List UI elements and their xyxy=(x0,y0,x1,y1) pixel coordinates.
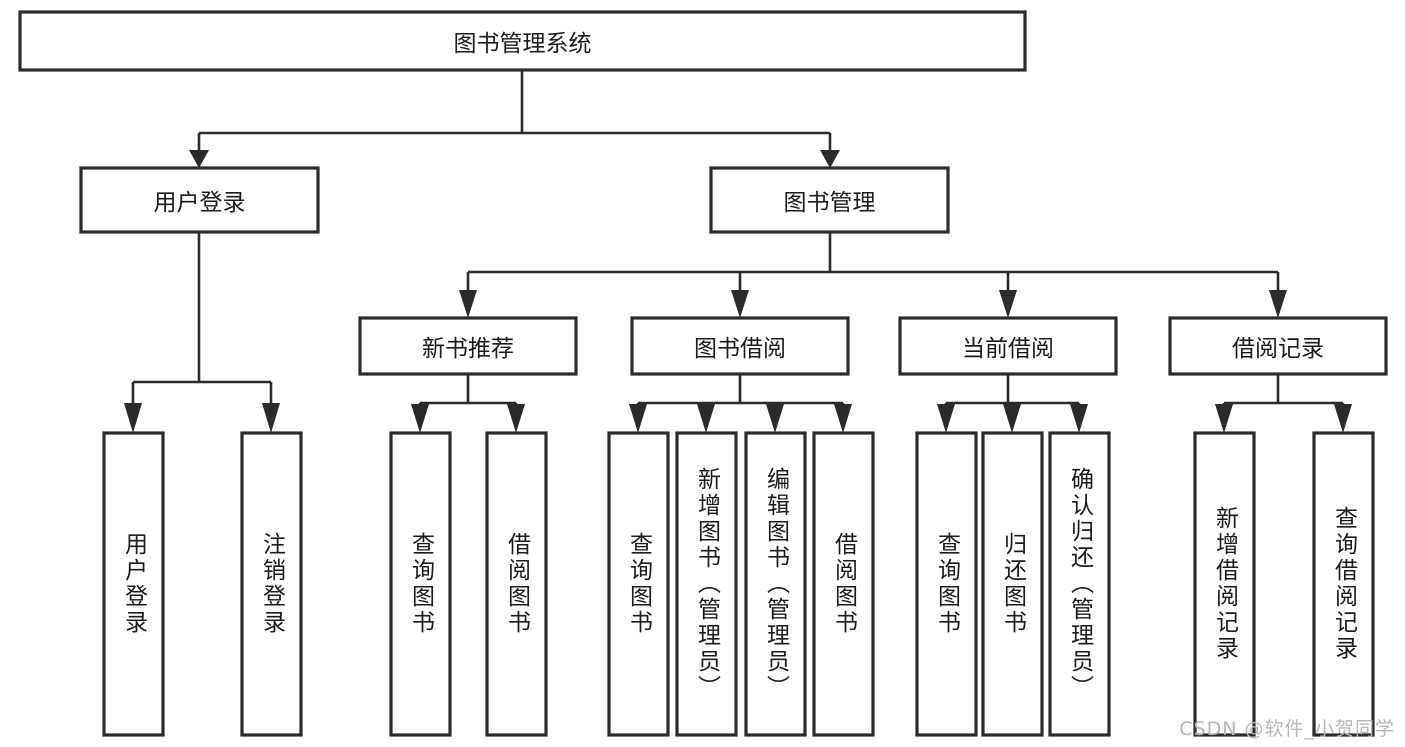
node-label-leaf-confirm-return: 确认归还（管理员） xyxy=(1066,467,1093,701)
connector-group-book-management xyxy=(459,232,1287,318)
node-box-borrow-record[interactable] xyxy=(1168,316,1388,376)
node-label-leaf-edit-book: 编辑图书（管理员） xyxy=(762,467,789,701)
node-label-new-book-recommend: 新书推荐 xyxy=(422,336,514,362)
node-label-leaf-query-book-1: 查询图书 xyxy=(407,532,434,636)
node-label-borrow-record: 借阅记录 xyxy=(1232,336,1324,362)
node-box-leaf-edit-book[interactable] xyxy=(744,431,807,737)
connector-group-borrow-record xyxy=(1215,374,1352,433)
connector-group-root xyxy=(189,70,840,168)
node-box-book-borrow[interactable] xyxy=(630,316,850,376)
arrowhead-leaf-borrow-book-2 xyxy=(834,404,852,433)
node-label-leaf-user-logout: 注销登录 xyxy=(258,532,285,636)
node-box-leaf-borrow-book-2[interactable] xyxy=(812,431,875,737)
connector-group-current-borrow xyxy=(937,374,1088,433)
arrowhead-leaf-user-login xyxy=(124,403,142,433)
arrowhead-leaf-user-logout xyxy=(262,403,280,433)
node-box-book-management[interactable] xyxy=(709,166,950,234)
node-box-leaf-query-book-1[interactable] xyxy=(389,431,452,737)
arrowhead-leaf-borrow-book-1 xyxy=(507,404,525,433)
arrowhead-leaf-return-book xyxy=(1003,404,1021,433)
node-label-book-management: 图书管理 xyxy=(783,190,876,216)
connector-group-user-login xyxy=(124,232,280,433)
node-label-user-login: 用户登录 xyxy=(153,190,246,216)
connector-group-book-borrow xyxy=(629,374,852,433)
arrowhead-borrow-record xyxy=(1269,290,1287,318)
arrowhead-leaf-query-book-2 xyxy=(629,404,647,433)
node-label-root: 图书管理系统 xyxy=(453,31,592,57)
node-box-leaf-query-borrow-record[interactable] xyxy=(1312,431,1375,737)
node-box-leaf-return-book[interactable] xyxy=(981,431,1044,737)
node-box-leaf-borrow-book-1[interactable] xyxy=(485,431,548,737)
watermark-text: CSDN @软件_小贺同学 xyxy=(1179,718,1395,740)
node-label-leaf-query-book-3: 查询图书 xyxy=(933,532,960,636)
node-box-leaf-user-logout[interactable] xyxy=(240,431,303,737)
arrowhead-leaf-query-borrow-record xyxy=(1334,404,1352,433)
arrowhead-book-management xyxy=(820,150,840,168)
node-box-leaf-add-borrow-record[interactable] xyxy=(1193,431,1256,737)
node-label-leaf-query-borrow-record: 查询借阅记录 xyxy=(1330,506,1357,662)
connector-group-new-book-recommend xyxy=(411,374,525,433)
arrowhead-user-login xyxy=(189,150,209,168)
node-label-leaf-query-book-2: 查询图书 xyxy=(625,532,652,636)
node-box-leaf-query-book-2[interactable] xyxy=(607,431,670,737)
node-box-root[interactable] xyxy=(18,10,1027,72)
node-box-user-login[interactable] xyxy=(79,166,320,234)
node-box-current-borrow[interactable] xyxy=(898,316,1118,376)
node-label-leaf-add-book: 新增图书（管理员） xyxy=(693,467,720,701)
arrowhead-current-borrow xyxy=(999,290,1017,318)
node-box-leaf-query-book-3[interactable] xyxy=(915,431,978,737)
arrowhead-leaf-query-book-1 xyxy=(411,404,429,433)
node-box-new-book-recommend[interactable] xyxy=(358,316,578,376)
node-label-leaf-borrow-book-2: 借阅图书 xyxy=(830,532,857,636)
node-label-leaf-return-book: 归还图书 xyxy=(999,532,1026,636)
node-label-leaf-add-borrow-record: 新增借阅记录 xyxy=(1211,506,1238,662)
node-box-leaf-add-book[interactable] xyxy=(675,431,738,737)
node-box-leaf-user-login[interactable] xyxy=(102,431,165,737)
node-label-current-borrow: 当前借阅 xyxy=(962,336,1054,362)
node-box-leaf-confirm-return[interactable] xyxy=(1048,431,1111,737)
arrowhead-book-borrow xyxy=(731,290,749,318)
arrowhead-leaf-confirm-return xyxy=(1070,404,1088,433)
arrowhead-leaf-edit-book xyxy=(766,404,784,433)
arrowhead-leaf-query-book-3 xyxy=(937,404,955,433)
node-label-leaf-user-login: 用户登录 xyxy=(120,532,147,636)
arrowhead-new-book-recommend xyxy=(459,290,477,318)
node-label-leaf-borrow-book-1: 借阅图书 xyxy=(503,532,530,636)
arrowhead-leaf-add-borrow-record xyxy=(1215,404,1233,433)
node-label-book-borrow: 图书借阅 xyxy=(694,336,786,362)
arrowhead-leaf-add-book xyxy=(697,404,715,433)
